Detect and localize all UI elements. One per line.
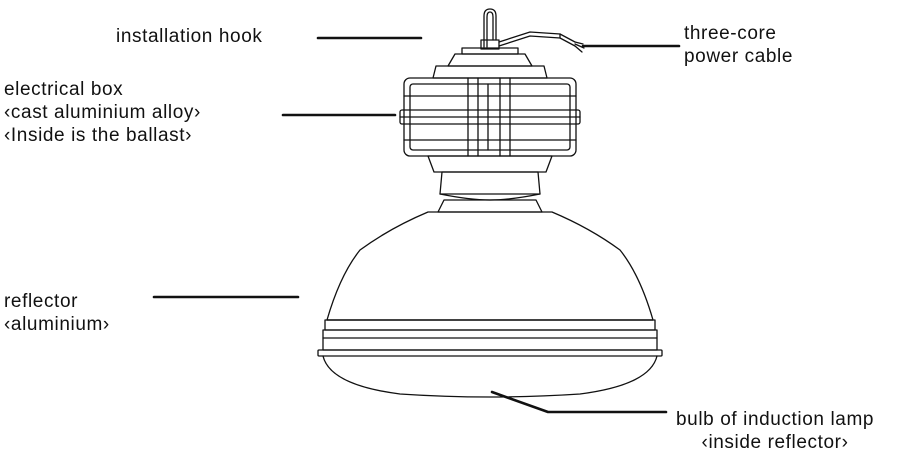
top-cap [432, 47, 548, 79]
lamp-neck [427, 155, 553, 213]
bulb-leader-line [490, 390, 668, 414]
electrical-box [399, 77, 581, 157]
electrical-box-label: electrical box ‹cast aluminium alloy› ‹I… [4, 78, 201, 147]
box-label-line-1: electrical box [4, 79, 124, 100]
reflector-label-line-1: reflector [4, 291, 79, 312]
reflector-label-line-2: ‹aluminium› [4, 314, 110, 335]
power-cable [498, 31, 585, 53]
box-label-line-3: ‹Inside is the ballast› [4, 125, 193, 146]
cable-label-line-1: three-core [684, 23, 777, 44]
bulb-label-line-2: ‹inside reflector› [701, 432, 849, 453]
installation-hook [480, 8, 500, 50]
cable-label-line-2: power cable [684, 46, 794, 67]
bulb-label-line-1: bulb of induction lamp [676, 409, 875, 430]
installation-hook-label: installation hook [116, 25, 262, 48]
reflector-label: reflector ‹aluminium› [4, 290, 110, 336]
hook-label-text: installation hook [116, 26, 263, 47]
reflector [317, 211, 663, 357]
induction-bulb [322, 355, 658, 398]
box-label-line-2: ‹cast aluminium alloy› [4, 102, 201, 123]
bulb-label: bulb of induction lamp ‹inside reflector… [676, 408, 874, 454]
power-cable-label: three-core power cable [684, 22, 793, 68]
